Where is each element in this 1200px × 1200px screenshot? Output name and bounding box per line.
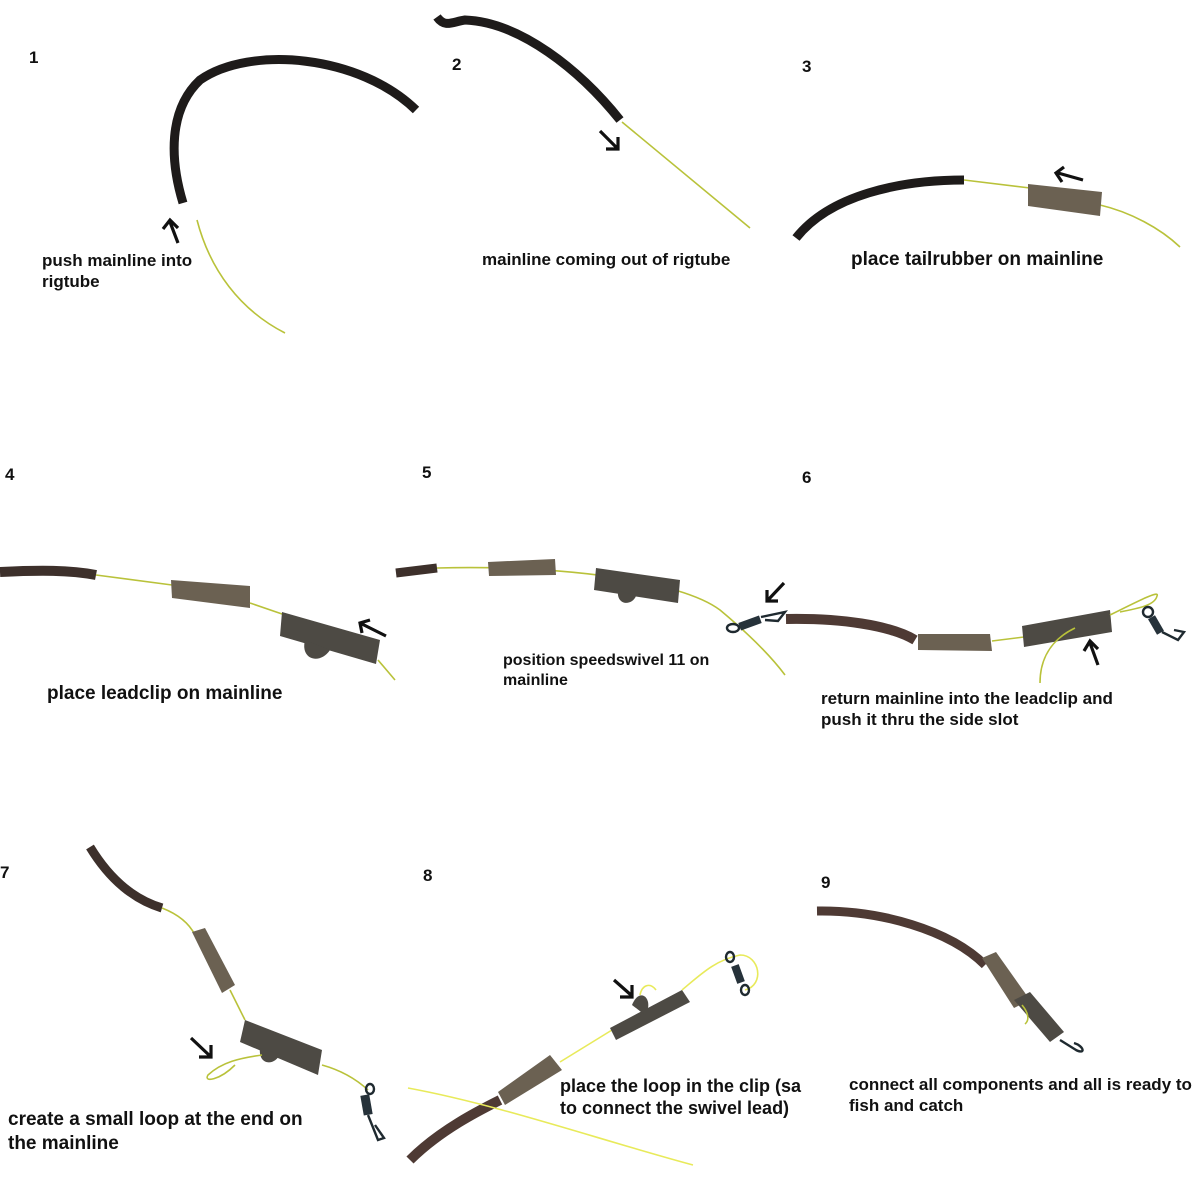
step-9-illustration — [816, 906, 1084, 1053]
speedswivel — [725, 610, 788, 634]
step-number-2: 2 — [452, 55, 462, 74]
step-6-caption: return mainline into the leadclip and pu… — [821, 688, 1113, 730]
caption-line: place the loop in the clip (sa — [560, 1076, 802, 1096]
step-1-illustration — [161, 55, 420, 334]
caption-line: mainline coming out of rigtube — [482, 250, 731, 269]
caption-line: mainline — [503, 672, 568, 689]
step-number-7: 7 — [0, 863, 10, 882]
step-2-illustration — [433, 14, 751, 229]
caption-line: connect all components and all is ready … — [849, 1075, 1192, 1094]
caption-line: create a small loop at the end on — [8, 1109, 303, 1130]
step-6-illustration — [785, 593, 1187, 684]
step-8-illustration — [406, 950, 759, 1166]
swivel — [1141, 605, 1187, 642]
caption-line: fish and catch — [849, 1096, 964, 1115]
step-8-caption: place the loop in the clip (sa to connec… — [560, 1075, 801, 1119]
step-7-caption: create a small loop at the end on the ma… — [8, 1108, 303, 1156]
caption-line: push it thru the side slot — [821, 710, 1019, 729]
arrow-up-left-icon — [161, 217, 180, 244]
step-7-illustration — [86, 844, 386, 1142]
step-number-1: 1 — [29, 48, 39, 67]
caption-line: return mainline into the leadclip and — [821, 689, 1113, 708]
step-5-illustration — [395, 559, 788, 676]
step-2-caption: mainline coming out of rigtube — [482, 249, 730, 270]
step-3-illustration — [792, 165, 1181, 248]
arrow-up-left-icon — [358, 618, 387, 638]
swivel — [360, 1082, 386, 1142]
step-3-caption: place tailrubber on mainline — [851, 249, 1103, 270]
step-number-8: 8 — [423, 866, 433, 885]
caption-line: position speedswivel 11 on — [503, 652, 710, 669]
step-4-caption: place leadclip on mainline — [47, 683, 282, 704]
caption-line: to connect the swivel lead) — [560, 1098, 790, 1118]
step-5-caption: position speedswivel 11 on mainline — [503, 651, 709, 691]
step-4-illustration — [0, 565, 396, 681]
step-number-5: 5 — [422, 463, 432, 482]
step-number-4: 4 — [5, 465, 15, 484]
arrow-down-right-icon — [189, 1036, 213, 1059]
caption-line: place leadclip on mainline — [47, 683, 283, 704]
swivel — [724, 950, 751, 997]
caption-line: rigtube — [42, 272, 100, 291]
arrow-left-icon — [1053, 165, 1084, 183]
step-number-3: 3 — [802, 57, 812, 76]
arrow-down-left-icon — [765, 581, 786, 603]
step-number-9: 9 — [821, 873, 831, 892]
arrow-down-right-icon — [612, 978, 634, 999]
arrow-up-left-icon — [1082, 638, 1100, 666]
step-9-caption: connect all components and all is ready … — [849, 1074, 1192, 1116]
step-number-6: 6 — [802, 468, 812, 487]
caption-line: place tailrubber on mainline — [851, 249, 1104, 270]
arrow-down-right-icon — [598, 129, 620, 151]
step-1-caption: push mainline into rigtube — [42, 250, 192, 292]
caption-line: the mainline — [8, 1133, 119, 1154]
caption-line: push mainline into — [42, 251, 193, 270]
